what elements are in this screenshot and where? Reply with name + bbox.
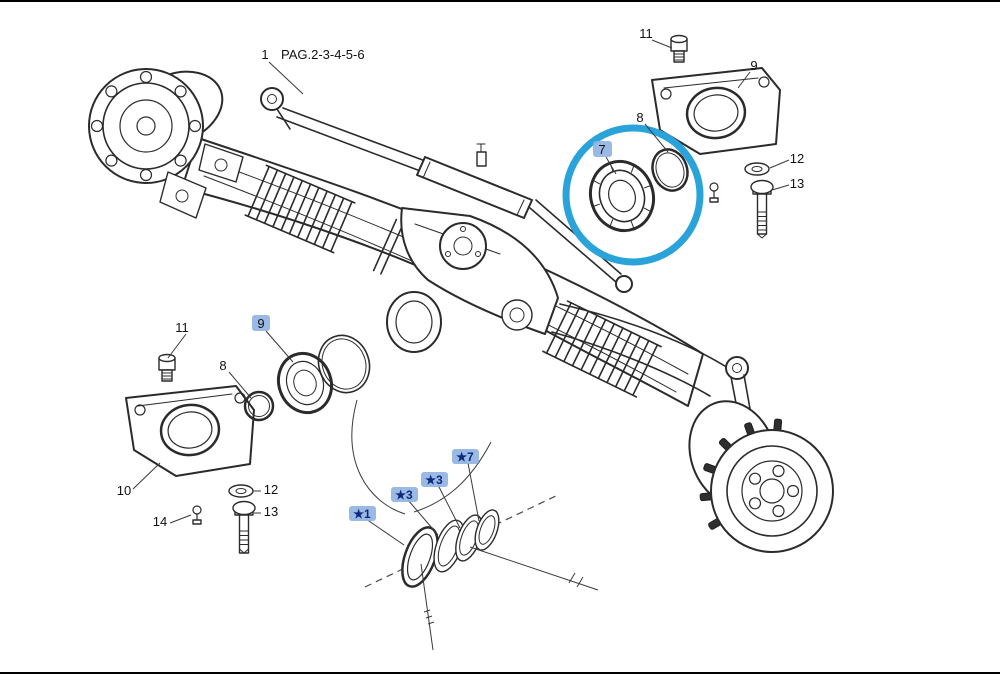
callout-13-lower: 13 [264, 504, 278, 519]
callout-12-lower: 12 [264, 482, 278, 497]
highlight-box-star1 [349, 506, 376, 521]
upper-right-bracket-group [651, 34, 781, 239]
callout-11-lower: 11 [175, 320, 189, 335]
grease-fitting-14-right [709, 182, 719, 203]
support-bracket-9 [651, 67, 781, 155]
callout-14-lower: 14 [153, 514, 167, 529]
shim-ring-4 [474, 509, 500, 551]
callout-shim-3b: ★3 [425, 473, 443, 487]
callout-9-upper: 9 [750, 58, 757, 73]
highlight-box-9 [252, 315, 270, 331]
grease-fitting-14-left [192, 505, 202, 525]
bolt-13-left [232, 500, 256, 554]
flange-ring [372, 218, 405, 275]
boot-ribs-lower [542, 300, 662, 398]
support-bracket-10 [125, 385, 255, 477]
shim-ring-1 [401, 526, 439, 588]
callout-labels: 1 PAG.2-3-4-5-6 11 9 8 7 12 13 11 9 8 10… [117, 26, 804, 529]
oring-8-right [651, 148, 689, 192]
boot-ribs-upper [244, 164, 356, 254]
shim-ring-2 [433, 519, 465, 573]
washer-12-left [228, 484, 254, 498]
retaining-ring-left [317, 334, 371, 394]
callout-11-upper: 11 [639, 26, 653, 41]
highlight-boxes [252, 141, 612, 521]
callout-10-lower: 10 [117, 483, 131, 498]
callout-leaders [132, 39, 790, 546]
highlight-box-star3b [421, 472, 448, 487]
callout-8-upper: 8 [636, 110, 643, 125]
highlight-box-7 [593, 141, 612, 157]
left-wheel-hub [88, 68, 244, 219]
callout-8-lower: 8 [219, 358, 226, 373]
oring-8-left [243, 390, 275, 422]
callout-7-upper: 7 [598, 142, 605, 157]
bolt-13-right [750, 179, 774, 239]
callout-13-upper: 13 [790, 176, 804, 191]
callout-shim-1: ★1 [353, 507, 371, 521]
callout-9-lower: 9 [257, 316, 264, 331]
shim-stack-group [351, 399, 599, 651]
washer-12-right [744, 162, 770, 176]
seal-9-left [277, 351, 333, 415]
plug-part-11-left [158, 353, 176, 382]
breather-vent [476, 151, 487, 167]
highlight-circle [562, 124, 704, 266]
circled-seal-group [562, 124, 704, 266]
callout-12-upper: 12 [790, 151, 804, 166]
highlight-box-star7 [452, 449, 479, 464]
differential-housing [386, 143, 559, 353]
callout-shim-7: ★7 [456, 450, 474, 464]
page-reference: PAG.2-3-4-5-6 [281, 47, 365, 62]
callout-shim-3a: ★3 [395, 488, 413, 502]
callout-1: 1 [261, 47, 268, 62]
right-wheel-hub [551, 303, 834, 553]
lower-left-bracket-group [125, 334, 371, 554]
highlight-box-star3a [391, 487, 418, 502]
seal-7 [589, 159, 655, 233]
plug-part-11-right [670, 34, 688, 63]
